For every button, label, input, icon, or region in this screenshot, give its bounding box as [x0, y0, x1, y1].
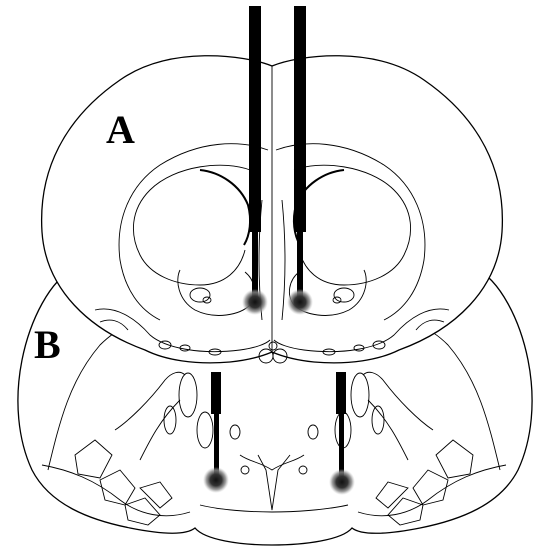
electrodes-section-b — [203, 372, 355, 495]
section-b-lower-midline — [200, 505, 348, 512]
section-b-left-ellipse-3 — [164, 406, 176, 434]
section-b-nucleus-left-1 — [75, 440, 112, 478]
section-b-dot-1 — [241, 466, 249, 474]
electrode-a-right-shaft — [294, 6, 306, 232]
section-b-small-oval-1 — [230, 425, 240, 439]
electrode-b-right-tip — [339, 414, 344, 476]
section-b-ventral-right — [358, 465, 506, 516]
electrode-b-right-shaft — [336, 372, 346, 414]
section-b-nucleus-left-2 — [100, 470, 135, 505]
lesion-b-right — [329, 469, 355, 495]
section-b-right-ellipse-3 — [372, 406, 384, 434]
section-a — [42, 56, 503, 363]
section-b-small-oval-2 — [308, 425, 318, 439]
section-b-inner-left — [48, 325, 150, 470]
section-b-left-ellipse-2 — [197, 412, 213, 448]
section-b-fiber-right-1 — [363, 372, 433, 430]
electrode-b-left-tip — [214, 414, 219, 476]
electrode-a-left-shaft — [249, 6, 261, 232]
section-b-dot-2 — [299, 466, 307, 474]
lesion-a-right — [287, 289, 313, 315]
section-b-nucleus-right-4 — [376, 482, 408, 508]
section-b-nucleus-right-1 — [436, 440, 473, 478]
section-b-nucleus-left-4 — [140, 482, 172, 508]
section-b-ventral-left — [42, 465, 190, 516]
section-b-right-ellipse-1 — [351, 373, 369, 417]
section-b-nucleus-right-2 — [413, 470, 448, 505]
panel-label-b: B — [34, 322, 61, 367]
lesion-a-left — [242, 289, 268, 315]
section-b-midline-curve — [240, 455, 304, 470]
electrode-b-left-shaft — [211, 372, 221, 414]
panel-label-a: A — [106, 107, 135, 152]
section-b-fiber-left-1 — [115, 372, 185, 430]
lesion-b-left — [203, 467, 229, 493]
section-b-left-ellipse-1 — [179, 373, 197, 417]
section-b-inner-right — [398, 325, 500, 470]
